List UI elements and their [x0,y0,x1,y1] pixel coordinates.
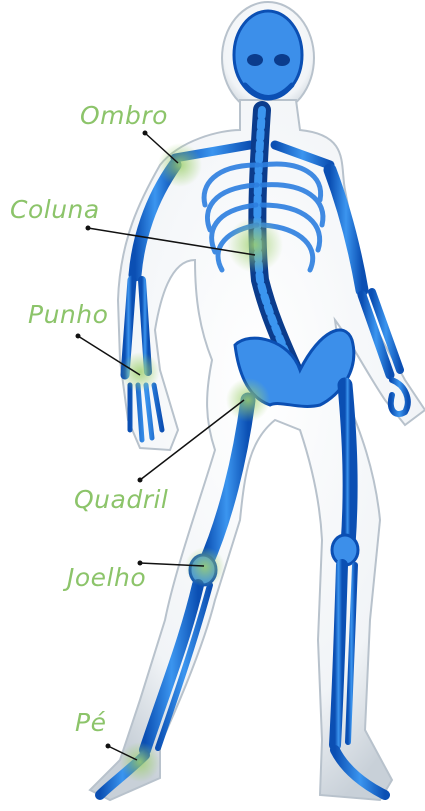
label-punho: Punho [28,302,108,327]
label-ombro: Ombro [80,103,168,128]
shoulder-highlight [158,143,202,187]
wrist-highlight [120,352,160,392]
label-joelho: Joelho [67,565,146,590]
foot-highlight [120,742,160,782]
spine-highlight [227,217,283,273]
knee-highlight [185,547,225,587]
label-pe: Pé [75,710,106,735]
hip-highlight [226,378,270,422]
label-quadril: Quadril [74,487,168,512]
label-coluna: Coluna [10,197,100,222]
